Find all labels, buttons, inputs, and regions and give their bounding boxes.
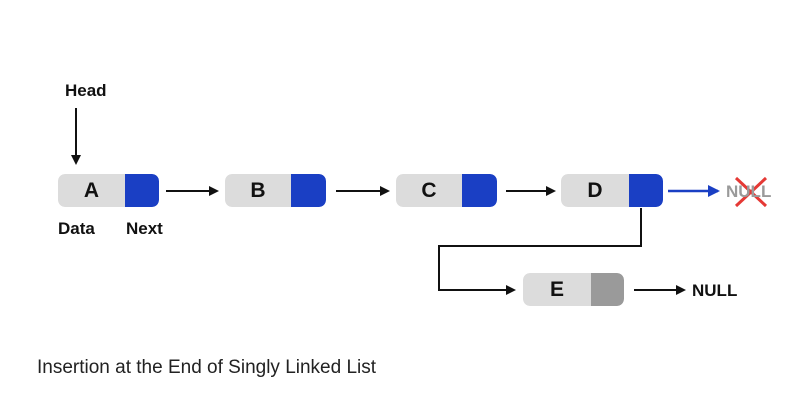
node-e-next [591,273,624,306]
node-c: C [396,174,497,207]
node-b: B [225,174,326,207]
node-e: E [523,273,624,306]
node-d-data: D [561,174,629,207]
node-b-next [291,174,326,207]
new-link-d-e [438,208,642,295]
head-label: Head [65,81,107,100]
node-b-data: B [225,174,291,207]
caption: Insertion at the End of Singly Linked Li… [37,357,377,378]
data-label: Data [58,219,95,238]
node-d: D [561,174,663,207]
node-e-data: E [523,273,591,306]
new-null-label: NULL [692,281,738,300]
node-c-data: C [396,174,462,207]
old-null-label: NULL [726,182,772,201]
next-label: Next [126,219,163,238]
node-c-next [462,174,497,207]
node-a-next [125,174,159,207]
node-a: A [58,174,159,207]
cross-icon [734,176,768,208]
node-a-data: A [58,174,125,207]
node-d-next [629,174,663,207]
